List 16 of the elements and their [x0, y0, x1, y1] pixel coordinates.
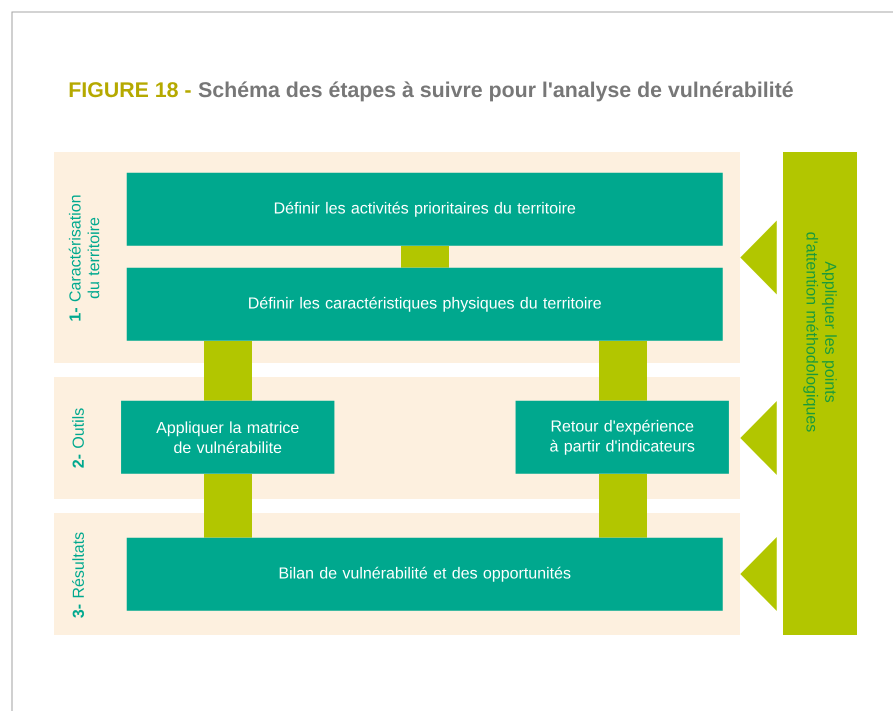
figure-number: FIGURE 18 - [70, 82, 191, 98]
step-box: Définir les activités prioritaires du territoire [126, 172, 723, 246]
pointer-triangle [740, 220, 777, 294]
pointer-triangle [740, 537, 777, 611]
side-bar: Appliquer les points d'attention méthodologiques [783, 152, 857, 635]
step-box: Définir les caractéristiques physiques du territoire [126, 268, 723, 341]
step-box: Retour d'expérience à partir d'indicateurs [516, 400, 729, 474]
connector-bar [401, 246, 449, 268]
connector-bar [599, 474, 647, 538]
connector-bar [204, 341, 252, 400]
title: Schéma des étapes à suivre pour l'analyse de vulnérabilité [198, 81, 793, 102]
step-box: Bilan de vulnérabilité et des opportunités [126, 538, 723, 611]
pointer-triangle [740, 401, 777, 475]
connector-bar [599, 341, 647, 400]
step-box: Appliquer la matrice de vulnérabilite [121, 400, 334, 474]
connector-bar [204, 474, 252, 538]
